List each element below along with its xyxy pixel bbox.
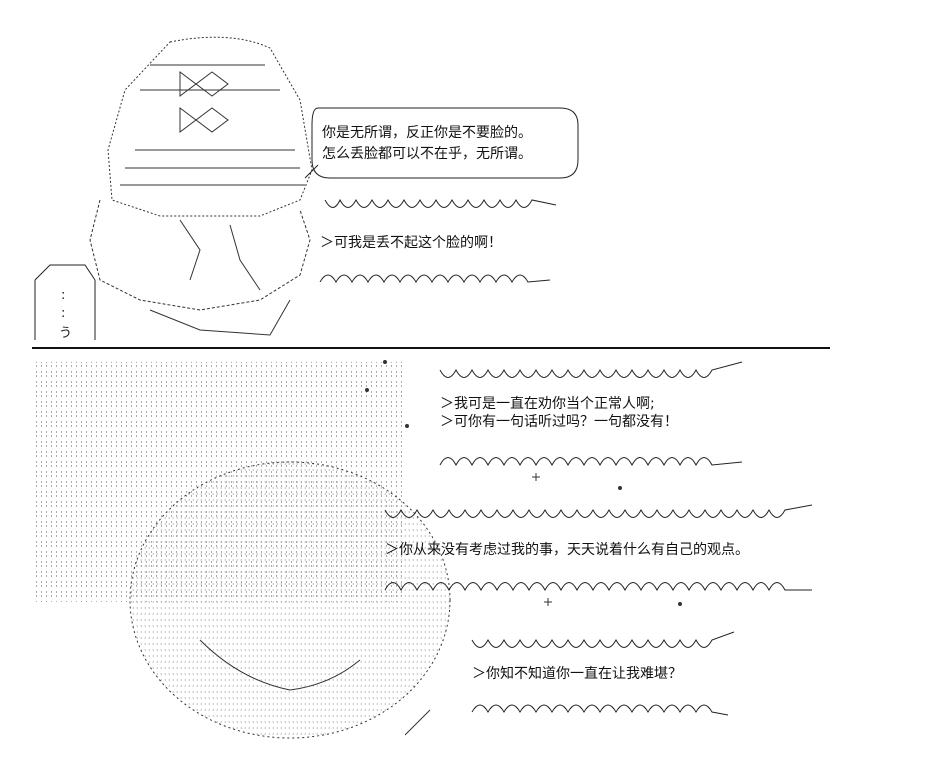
sign-char-3: う (59, 326, 73, 341)
character-figure (89, 36, 313, 336)
bubble-3-line-2: ＞可你有一句话听过吗？一句都没有！ (440, 414, 678, 430)
bubble-1-line-2: 怎么丢脸都可以不在乎，无所谓。 (322, 146, 532, 162)
speech-bubble-5 (471, 631, 735, 716)
dotted-sphere (129, 461, 451, 739)
bubble-4-line-1: ＞你从来没有考虑过我的事，天天说着什么有自己的观点。 (385, 542, 749, 558)
speech-bubble-3 (439, 361, 743, 467)
sparkle-marks (365, 360, 682, 606)
sign-char-2: : (61, 306, 66, 321)
sign-char-1: : (61, 288, 66, 303)
bubble-5-line-1: ＞你知不知道你一直在让我难堪？ (472, 666, 682, 682)
sign-box (34, 264, 96, 340)
speech-bubble-2 (319, 198, 557, 284)
speech-bubble-4 (384, 504, 813, 592)
bubble-3-line-1: ＞我可是一直在劝你当个正常人啊; (440, 396, 655, 412)
speech-bubble-1 (304, 107, 579, 179)
bubble-1-line-1: 你是无所谓，反正你是不要脸的。 (322, 125, 532, 141)
bubble-2-line-1: ＞可我是丢不起这个脸的啊！ (320, 235, 502, 251)
